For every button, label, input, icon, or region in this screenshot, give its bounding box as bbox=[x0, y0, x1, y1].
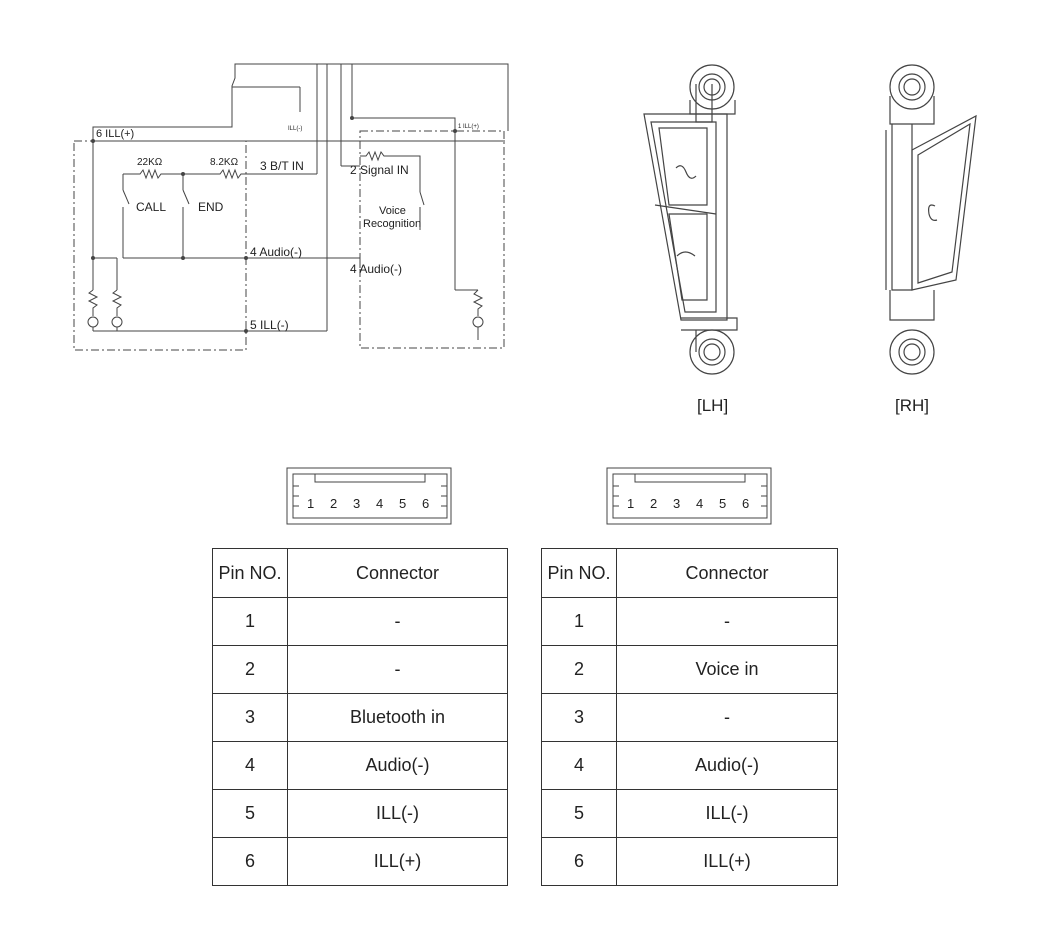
label-ill-plus-small: 1 ILL(+) bbox=[458, 124, 479, 130]
label-voice2: Recognition bbox=[363, 218, 421, 230]
label-voice1: Voice bbox=[379, 205, 406, 217]
pin-number-cell: 1 bbox=[212, 597, 288, 646]
label-ill-minus-small: ILL(-) bbox=[288, 126, 302, 132]
pin-number-cell: 2 bbox=[541, 645, 617, 694]
connector-cell: - bbox=[616, 597, 838, 646]
pin-number-cell: 4 bbox=[212, 741, 288, 790]
connector-pin-label: 4 bbox=[696, 496, 703, 511]
table-row: 1- bbox=[541, 597, 838, 646]
lh-header-pin: Pin NO. bbox=[212, 548, 288, 598]
table-row: 1- bbox=[212, 597, 508, 646]
wiring-schematic: 6 ILL(+) 22KΩ 8.2KΩ 3 B/T IN CALL END 4 … bbox=[73, 63, 509, 351]
connector-pin-label: 3 bbox=[673, 496, 680, 511]
lh-header-connector: Connector bbox=[287, 548, 508, 598]
connector-left-pins: 1 2 3 4 5 6 bbox=[307, 496, 429, 511]
rh-view-label: [RH] bbox=[895, 396, 929, 415]
connector-cell: ILL(+) bbox=[287, 837, 508, 886]
rh-header-connector: Connector bbox=[616, 548, 838, 598]
connector-pin-label: 6 bbox=[422, 496, 429, 511]
rh-switch-drawing bbox=[885, 64, 977, 375]
label-res82: 8.2KΩ bbox=[210, 157, 239, 168]
lh-switch-drawing bbox=[643, 64, 738, 375]
lh-switch-box bbox=[73, 140, 247, 351]
connector-left: 1 2 3 4 5 6 bbox=[286, 467, 452, 525]
connector-right-pins: 1 2 3 4 5 6 bbox=[627, 496, 749, 511]
pin-number-cell: 2 bbox=[212, 645, 288, 694]
connector-pin-label: 1 bbox=[627, 496, 634, 511]
label-end: END bbox=[198, 200, 224, 214]
connector-cell: - bbox=[287, 597, 508, 646]
pin-number-cell: 4 bbox=[541, 741, 617, 790]
connector-pin-label: 2 bbox=[650, 496, 657, 511]
connector-pin-label: 5 bbox=[399, 496, 406, 511]
label-pin3: 3 B/T IN bbox=[260, 159, 304, 173]
label-pin5: 5 ILL(-) bbox=[250, 318, 289, 332]
connector-pin-label: 2 bbox=[330, 496, 337, 511]
connector-pin-label: 3 bbox=[353, 496, 360, 511]
pin-number-cell: 3 bbox=[541, 693, 617, 742]
label-pin6: 6 ILL(+) bbox=[96, 128, 134, 140]
label-res22: 22KΩ bbox=[137, 157, 163, 168]
pin-number-cell: 5 bbox=[541, 789, 617, 838]
connector-pin-label: 6 bbox=[742, 496, 749, 511]
connector-cell: ILL(+) bbox=[616, 837, 838, 886]
label-pin2: 2 Signal IN bbox=[350, 163, 409, 177]
pin-number-cell: 5 bbox=[212, 789, 288, 838]
rh-header-pin: Pin NO. bbox=[541, 548, 617, 598]
label-pin4a: 4 Audio(-) bbox=[250, 245, 302, 259]
table-row: 3- bbox=[541, 693, 838, 742]
connector-pin-label: 5 bbox=[719, 496, 726, 511]
label-call: CALL bbox=[136, 200, 166, 214]
connector-cell: Audio(-) bbox=[287, 741, 508, 790]
switch-views bbox=[643, 64, 977, 375]
table-row: 2- bbox=[212, 645, 508, 694]
connector-cell: - bbox=[616, 693, 838, 742]
connector-cell: Voice in bbox=[616, 645, 838, 694]
connector-cell: ILL(-) bbox=[287, 789, 508, 838]
label-pin4b: 4 Audio(-) bbox=[350, 262, 402, 276]
connector-pin-label: 4 bbox=[376, 496, 383, 511]
lh-view-label: [LH] bbox=[697, 396, 729, 415]
connector-cell: - bbox=[287, 645, 508, 694]
pin-number-cell: 1 bbox=[541, 597, 617, 646]
pin-number-cell: 6 bbox=[212, 837, 288, 886]
connector-pin-label: 1 bbox=[307, 496, 314, 511]
connector-right: 1 2 3 4 5 6 bbox=[606, 467, 772, 525]
connector-cell: ILL(-) bbox=[616, 789, 838, 838]
connector-cell: Bluetooth in bbox=[287, 693, 508, 742]
rh-switch-box bbox=[359, 130, 505, 349]
connector-cell: Audio(-) bbox=[616, 741, 838, 790]
pin-number-cell: 3 bbox=[212, 693, 288, 742]
pin-number-cell: 6 bbox=[541, 837, 617, 886]
